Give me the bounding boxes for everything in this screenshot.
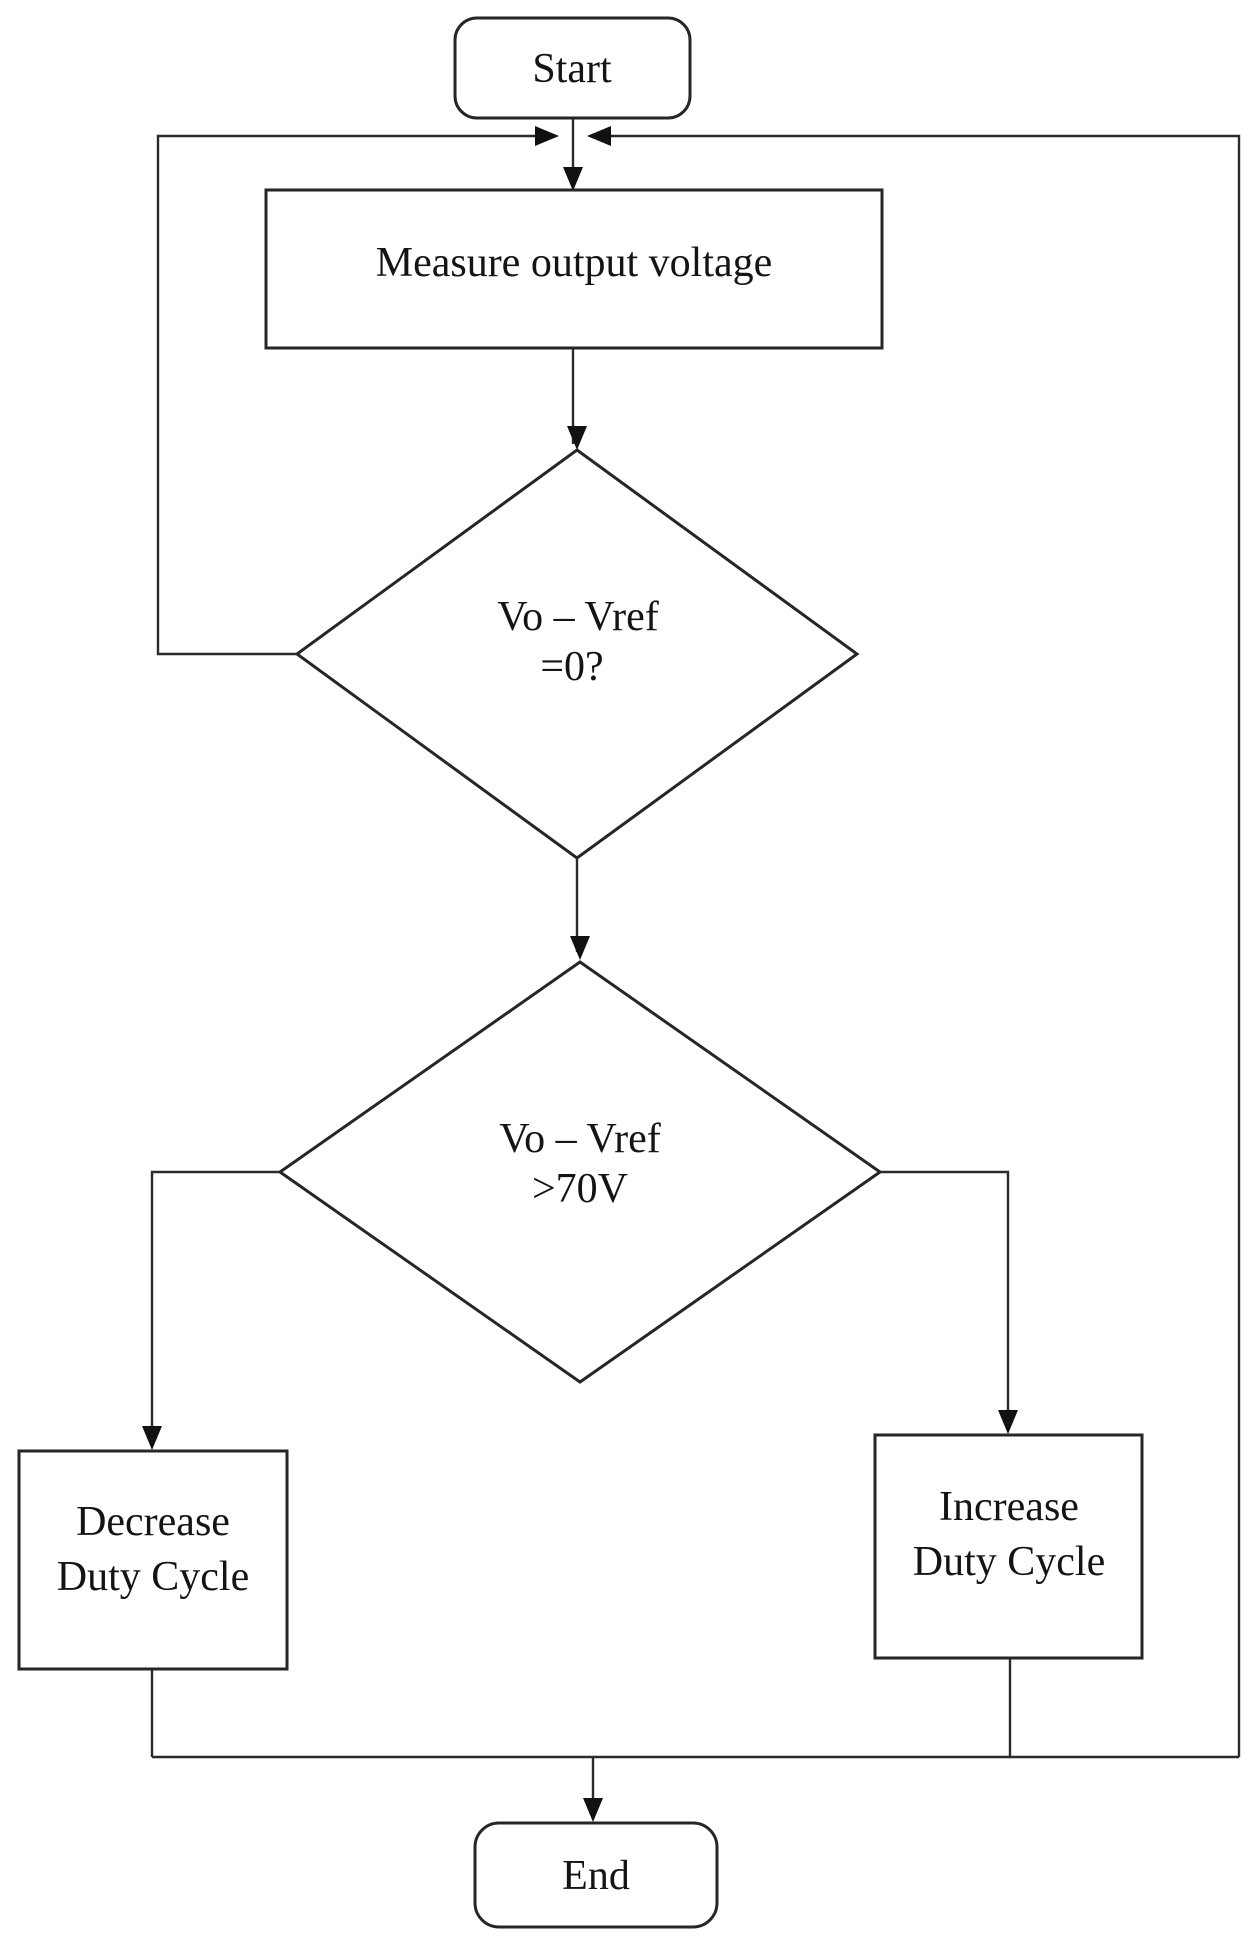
arrowhead-into-decision2 <box>570 936 590 960</box>
arrowhead-into-end <box>583 1798 603 1822</box>
measure-label: Measure output voltage <box>376 240 773 286</box>
decision2-label-line2: >70V <box>532 1166 628 1212</box>
increase-label-line2: Duty Cycle <box>913 1539 1105 1585</box>
edge-decision2-to-decrease <box>150 1170 280 1444</box>
arrowhead-into-measure <box>563 167 583 191</box>
decision1-node <box>294 448 860 860</box>
connectors <box>150 118 1241 1816</box>
measure-node <box>264 188 884 350</box>
edge-left-feedback-loop <box>156 134 550 656</box>
decrease-label-line1: Decrease <box>76 1499 230 1545</box>
decrease-label-line2: Duty Cycle <box>57 1554 249 1600</box>
decision2-node <box>277 960 883 1384</box>
increase-label-line1: Increase <box>939 1484 1079 1530</box>
arrowheads <box>142 126 1018 1822</box>
end-node <box>473 1821 719 1929</box>
decision1-label-line1: Vo – Vref <box>497 594 659 640</box>
arrowhead-left-feedback <box>535 126 559 146</box>
arrowhead-into-increase <box>998 1410 1018 1434</box>
arrowhead-into-decrease <box>142 1426 162 1450</box>
increase-node <box>873 1433 1144 1660</box>
nodes: Start Measure output voltage Vo – Vref =… <box>17 16 1144 1929</box>
arrowhead-into-decision1 <box>567 426 587 450</box>
decrease-node <box>17 1449 289 1671</box>
arrowhead-right-feedback <box>587 126 611 146</box>
edge-decision2-to-increase <box>880 1170 1010 1428</box>
start-label: Start <box>532 46 612 92</box>
end-label: End <box>562 1853 630 1899</box>
edge-right-feedback-loop <box>596 134 1241 1757</box>
decision1-label-line2: =0? <box>540 644 603 690</box>
start-node <box>453 16 692 120</box>
decision2-label-line1: Vo – Vref <box>499 1116 661 1162</box>
